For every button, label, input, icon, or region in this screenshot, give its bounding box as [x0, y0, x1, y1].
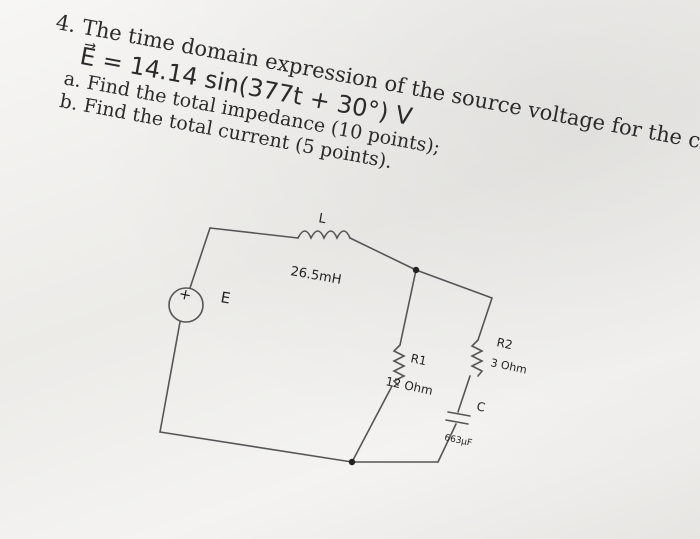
source-label: E — [219, 288, 231, 307]
r1-resistor — [392, 344, 406, 386]
r2-value: 3 Ohm — [489, 356, 528, 376]
wire-c-bottom — [437, 423, 457, 463]
r2-resistor — [470, 339, 484, 377]
inductor-coil — [297, 230, 351, 240]
r1-label: R1 — [409, 351, 428, 368]
source-polarity-plus: + — [177, 284, 193, 304]
inductor-value: 26.5mH — [289, 264, 342, 288]
wire-top-right — [415, 269, 493, 299]
r2-label: R2 — [495, 335, 514, 352]
wire-bottom — [159, 431, 439, 463]
inductor-label: L — [317, 211, 327, 227]
wire-r1-top — [399, 269, 417, 346]
junction-dot-bottom — [348, 458, 356, 466]
junction-dot-top — [412, 266, 420, 274]
capacitor-value: 663μF — [443, 433, 473, 449]
voltage-source-circle — [168, 287, 204, 323]
wire-r2-mid — [457, 375, 471, 413]
capacitor-label: C — [475, 399, 486, 414]
wire-r2-top — [477, 297, 493, 341]
capacitor-plates — [445, 411, 471, 425]
r1-value: 12 Ohm — [384, 374, 434, 398]
wire-r1-bottom — [351, 385, 393, 463]
wire-left-bottom — [159, 321, 181, 433]
wire-top-left — [209, 227, 299, 239]
wire-top-mid — [349, 237, 417, 271]
wire-left-top — [189, 227, 211, 289]
